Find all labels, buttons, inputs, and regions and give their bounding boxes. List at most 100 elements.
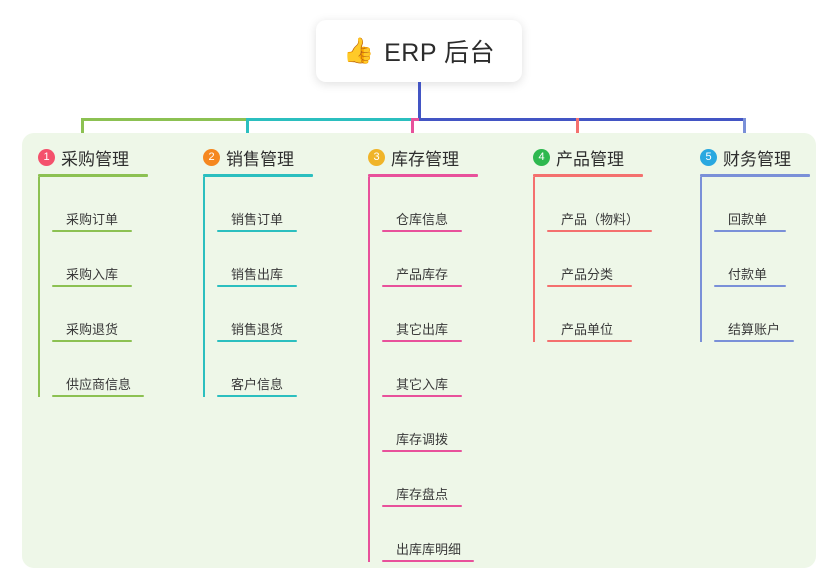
leaf-spine-1 <box>38 177 40 397</box>
leaf-underline <box>217 340 297 342</box>
leaf-spine-5 <box>700 177 702 342</box>
branch-drop-5 <box>743 118 746 143</box>
column-badge-4: 4 <box>533 148 550 166</box>
column-badge-1: 1 <box>38 148 55 166</box>
leaf-label: 其它出库 <box>396 322 449 337</box>
column-underline-4 <box>533 174 643 177</box>
leaf-item[interactable]: 采购退货 <box>52 287 148 342</box>
root-node[interactable]: 👍 ERP 后台 <box>316 20 522 82</box>
diagram-panel <box>22 133 816 568</box>
leaf-item[interactable]: 产品（物料） <box>547 177 652 232</box>
column-4: 4 产品管理产品（物料） 产品分类产品单位 <box>533 146 652 342</box>
branch-drop-2 <box>246 118 249 143</box>
leaf-item[interactable]: 产品分类 <box>547 232 643 287</box>
bus-segment-3a <box>411 118 419 121</box>
leaf-underline <box>382 395 462 397</box>
leaf-label: 出库库明细 <box>396 542 462 557</box>
leaf-item[interactable]: 仓库信息 <box>382 177 478 232</box>
leaf-list-5: 回款单付款单结算账户 <box>700 177 810 342</box>
leaf-underline <box>217 285 297 287</box>
leaf-label: 产品（物料） <box>561 212 640 227</box>
column-title-5: 财务管理 <box>723 149 791 169</box>
column-5: 5 财务管理回款单付款单结算账户 <box>700 146 810 342</box>
leaf-underline <box>547 285 632 287</box>
column-header-2[interactable]: 2 销售管理 <box>203 146 313 169</box>
column-underline-2 <box>203 174 313 177</box>
leaf-label: 仓库信息 <box>396 212 449 227</box>
column-title-1: 采购管理 <box>61 149 129 169</box>
leaf-underline <box>217 395 297 397</box>
leaf-item[interactable]: 采购入库 <box>52 232 148 287</box>
leaf-underline <box>382 340 462 342</box>
leaf-item[interactable]: 销售退货 <box>217 287 313 342</box>
leaf-list-4: 产品（物料） 产品分类产品单位 <box>533 177 652 342</box>
leaf-label: 供应商信息 <box>66 377 132 392</box>
leaf-item[interactable]: 销售订单 <box>217 177 313 232</box>
leaf-item[interactable]: 付款单 <box>714 232 810 287</box>
leaf-underline <box>217 230 297 232</box>
leaf-label: 采购订单 <box>66 212 119 227</box>
leaf-label: 客户信息 <box>231 377 284 392</box>
column-title-2: 销售管理 <box>226 149 294 169</box>
leaf-list-1: 采购订单采购入库采购退货供应商信息 <box>38 177 148 397</box>
bus-segment-3b <box>419 118 576 121</box>
leaf-underline <box>714 230 786 232</box>
leaf-underline <box>52 230 132 232</box>
leaf-item[interactable]: 采购订单 <box>52 177 148 232</box>
leaf-list-3: 仓库信息产品库存其它出库其它入库库存调拨库存盘点出库库明细 <box>368 177 478 562</box>
column-header-5[interactable]: 5 财务管理 <box>700 146 810 169</box>
leaf-item[interactable]: 库存调拨 <box>382 397 478 452</box>
branch-drop-1 <box>81 118 84 143</box>
column-underline-1 <box>38 174 148 177</box>
column-title-4: 产品管理 <box>556 149 624 169</box>
leaf-underline <box>714 340 794 342</box>
leaf-underline <box>382 505 462 507</box>
bus-segment-4 <box>576 118 743 121</box>
leaf-item[interactable]: 出库库明细 <box>382 507 478 562</box>
column-header-1[interactable]: 1 采购管理 <box>38 146 148 169</box>
leaf-underline <box>52 395 144 397</box>
root-title: ERP 后台 <box>384 39 496 67</box>
leaf-item[interactable]: 产品库存 <box>382 232 478 287</box>
leaf-item[interactable]: 销售出库 <box>217 232 313 287</box>
leaf-label: 产品库存 <box>396 267 449 282</box>
leaf-underline <box>382 450 462 452</box>
leaf-list-2: 销售订单销售出库销售退货客户信息 <box>203 177 313 397</box>
leaf-item[interactable]: 其它出库 <box>382 287 478 342</box>
branch-drop-3 <box>411 118 414 143</box>
leaf-label: 销售订单 <box>231 212 284 227</box>
column-1: 1 采购管理采购订单采购入库采购退货供应商信息 <box>38 146 148 397</box>
leaf-spine-3 <box>368 177 370 562</box>
leaf-item[interactable]: 结算账户 <box>714 287 810 342</box>
leaf-label: 采购入库 <box>66 267 119 282</box>
leaf-item[interactable]: 供应商信息 <box>52 342 148 397</box>
leaf-label: 结算账户 <box>728 322 781 337</box>
leaf-label: 库存调拨 <box>396 432 449 447</box>
leaf-item[interactable]: 库存盘点 <box>382 452 478 507</box>
bus-segment-1 <box>81 118 246 121</box>
leaf-underline <box>714 285 786 287</box>
column-title-3: 库存管理 <box>391 149 459 169</box>
leaf-underline <box>382 230 462 232</box>
leaf-underline <box>547 230 652 232</box>
root-stem-connector <box>418 82 421 121</box>
column-badge-2: 2 <box>203 148 220 166</box>
leaf-spine-4 <box>533 177 535 342</box>
column-underline-3 <box>368 174 478 177</box>
leaf-label: 销售出库 <box>231 267 284 282</box>
leaf-label: 其它入库 <box>396 377 449 392</box>
leaf-label: 采购退货 <box>66 322 119 337</box>
leaf-label: 产品分类 <box>561 267 614 282</box>
thumbs-up-icon: 👍 <box>342 36 375 65</box>
leaf-item[interactable]: 其它入库 <box>382 342 478 397</box>
leaf-item[interactable]: 回款单 <box>714 177 810 232</box>
leaf-item[interactable]: 产品单位 <box>547 287 643 342</box>
leaf-underline <box>382 560 474 562</box>
column-underline-5 <box>700 174 810 177</box>
bus-segment-2 <box>246 118 411 121</box>
column-header-4[interactable]: 4 产品管理 <box>533 146 643 169</box>
leaf-item[interactable]: 客户信息 <box>217 342 313 397</box>
column-badge-5: 5 <box>700 148 717 166</box>
